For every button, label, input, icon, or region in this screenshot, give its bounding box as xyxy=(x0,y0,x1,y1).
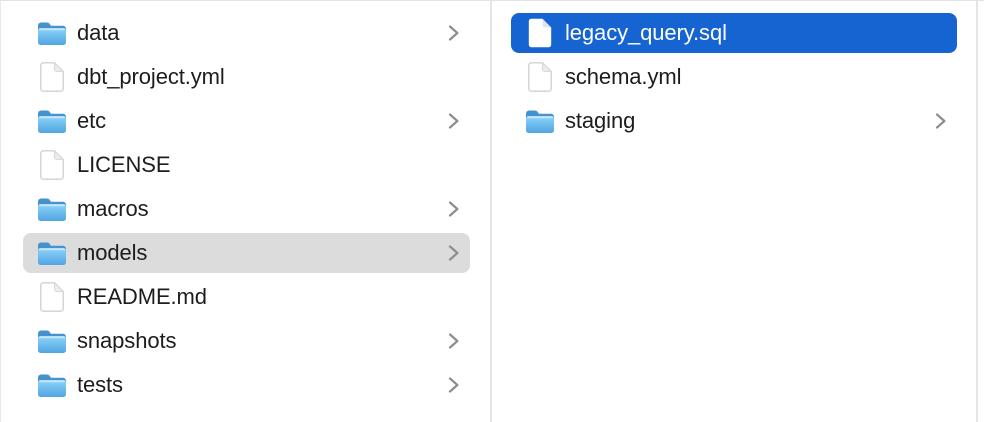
folder-icon xyxy=(525,109,555,134)
chevron-right-icon xyxy=(934,112,947,130)
folder-icon xyxy=(37,373,67,398)
item-label: legacy_query.sql xyxy=(565,20,727,45)
folder-icon xyxy=(37,21,67,46)
finder-item-etc[interactable]: etc xyxy=(23,101,470,141)
folder-icon xyxy=(37,197,67,222)
folder-icon xyxy=(37,329,67,354)
finder-item-tests[interactable]: tests xyxy=(23,365,470,405)
item-label: etc xyxy=(77,108,107,133)
folder-icon xyxy=(37,241,67,266)
finder-item-legacy-query-sql[interactable]: legacy_query.sql xyxy=(511,13,957,53)
finder-item-dbt-project-yml[interactable]: dbt_project.yml xyxy=(23,57,470,97)
finder-item-macros[interactable]: macros xyxy=(23,189,470,229)
file-icon xyxy=(525,18,555,48)
item-label: staging xyxy=(565,108,636,133)
file-icon xyxy=(37,62,67,92)
finder-item-staging[interactable]: staging xyxy=(511,101,957,141)
item-label: models xyxy=(77,240,148,265)
finder-column-parent: data dbt_project.yml etc xyxy=(1,1,492,422)
finder-item-snapshots[interactable]: snapshots xyxy=(23,321,470,361)
file-icon xyxy=(37,282,67,312)
file-icon xyxy=(37,150,67,180)
file-icon xyxy=(525,62,555,92)
finder-item-readme-md[interactable]: README.md xyxy=(23,277,470,317)
finder-item-license[interactable]: LICENSE xyxy=(23,145,470,185)
item-label: macros xyxy=(77,196,149,221)
item-label: dbt_project.yml xyxy=(77,64,225,89)
item-label: snapshots xyxy=(77,328,177,353)
chevron-right-icon xyxy=(447,24,460,42)
finder-column-models: legacy_query.sql schema.yml staging xyxy=(492,1,978,422)
chevron-right-icon xyxy=(447,376,460,394)
chevron-right-icon xyxy=(447,112,460,130)
chevron-right-icon xyxy=(447,244,460,262)
chevron-right-icon xyxy=(447,332,460,350)
item-label: schema.yml xyxy=(565,64,682,89)
item-label: README.md xyxy=(77,284,207,309)
item-label: tests xyxy=(77,372,123,397)
finder-item-models[interactable]: models xyxy=(23,233,470,273)
finder-item-schema-yml[interactable]: schema.yml xyxy=(511,57,957,97)
item-label: LICENSE xyxy=(77,152,171,177)
finder-item-data[interactable]: data xyxy=(23,13,470,53)
chevron-right-icon xyxy=(447,200,460,218)
item-label: data xyxy=(77,20,120,45)
folder-icon xyxy=(37,109,67,134)
